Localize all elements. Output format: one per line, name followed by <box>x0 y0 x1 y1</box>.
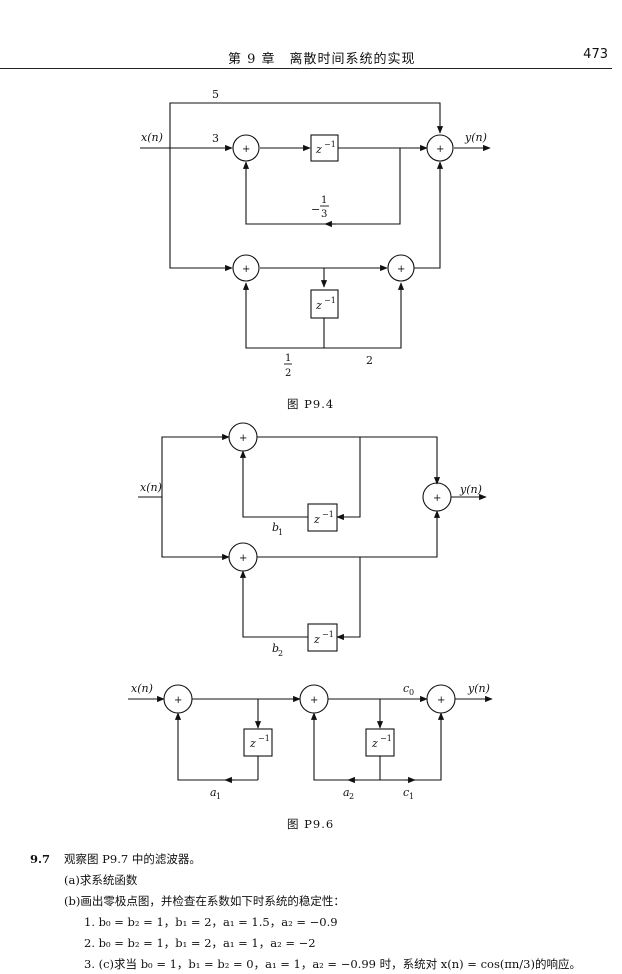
p96a-input-label: x(n) <box>140 481 162 494</box>
feedback-sign: − <box>311 203 320 216</box>
b1-sub: 1 <box>278 528 283 537</box>
delay-lower-exp: −1 <box>322 630 334 639</box>
two-feedforward <box>324 282 405 349</box>
case-3: 3. (c)求当 b₀ = 1，b₁ = b₂ = 0，a₁ = 1，a₂ = … <box>84 957 581 971</box>
c0-sub: 0 <box>409 688 414 697</box>
delay-lower-z: z <box>313 633 320 646</box>
c1-path <box>380 712 445 781</box>
adder-p96-out-plus: + <box>433 493 441 504</box>
delay-s2-z: z <box>371 737 378 750</box>
adder-s2-plus: + <box>310 695 318 706</box>
b2-sub: 2 <box>278 649 283 658</box>
b1-label: b <box>272 521 279 534</box>
adder-3 <box>232 254 260 282</box>
upper-into-delay <box>336 437 361 521</box>
adder-stage1 <box>163 684 193 714</box>
delay-upper <box>307 503 338 532</box>
p94-input-label: x(n) <box>141 131 163 144</box>
lower-to-output <box>257 510 441 558</box>
delay-s2-exp: −1 <box>380 734 392 743</box>
c0-label: c <box>403 682 409 695</box>
chapter-title: 第 9 章 离散时间系统的实现 <box>228 52 416 67</box>
delay2-z: z <box>315 299 322 312</box>
part-b: (b)画出零极点图，并检查在系数如下时系统的稳定性： <box>64 894 345 908</box>
delay1-z: z <box>315 143 322 156</box>
gain-5-label: 5 <box>212 88 219 101</box>
case-2: 2. b₀ = b₂ = 1，b₁ = 2，a₁ = 1，a₂ = −2 <box>84 936 316 950</box>
adder3-plus: + <box>242 264 250 275</box>
header-rule <box>0 68 612 69</box>
lower-branch <box>161 497 230 561</box>
delay-s1-exp: −1 <box>258 734 270 743</box>
figure-p9-6-cascade <box>128 684 493 784</box>
adder-output <box>426 684 456 714</box>
b2-label: b <box>272 642 279 655</box>
caption-p9-6: 图 P9.6 <box>287 817 335 831</box>
delay-lower <box>307 623 338 652</box>
adder-output <box>422 482 452 512</box>
p96b-input-label: x(n) <box>131 682 153 695</box>
problem-number: 9.7 <box>30 852 51 866</box>
a2-label: a <box>343 786 350 799</box>
a1-sub: 1 <box>216 792 221 801</box>
lower-input-branch <box>169 148 233 272</box>
upper-feedback <box>239 450 308 518</box>
adder-upper <box>228 422 258 452</box>
adder-upper-plus: + <box>239 433 247 444</box>
feedback-numerator: 1 <box>321 195 327 206</box>
adder-lower <box>228 542 258 572</box>
adder-stage2 <box>299 684 329 714</box>
p96b-output-label: y(n) <box>467 682 490 695</box>
adder-out-plus: + <box>436 144 444 155</box>
delay-s1-z: z <box>249 737 256 750</box>
adder1-plus: + <box>242 144 250 155</box>
figure-p9-6-parallel <box>138 422 487 652</box>
c1-label: c <box>403 786 409 799</box>
adder-output <box>426 134 454 162</box>
gain-3-label: 3 <box>212 132 219 145</box>
page-number: 473 <box>583 47 608 62</box>
feedback-path <box>242 148 401 225</box>
gain-2-label: 2 <box>366 354 373 367</box>
lower-into-delay <box>336 557 361 641</box>
delay-block-2 <box>310 289 339 319</box>
a2-sub: 2 <box>349 792 354 801</box>
adder-cascade-out-plus: + <box>437 695 445 706</box>
p94-output-label: y(n) <box>464 131 487 144</box>
p96a-output-label: y(n) <box>459 483 482 496</box>
half-numerator: 1 <box>285 353 291 364</box>
part-a: (a)求系统函数 <box>64 873 138 887</box>
c1-sub: 1 <box>409 792 414 801</box>
caption-p9-4: 图 P9.4 <box>287 397 335 411</box>
lower-feedback <box>239 570 308 638</box>
delay-block-1 <box>310 134 339 162</box>
lower-to-output <box>414 161 444 269</box>
delay-stage1 <box>243 728 273 757</box>
delay-upper-z: z <box>313 513 320 526</box>
delay-upper-exp: −1 <box>322 510 334 519</box>
a1-label: a <box>210 786 217 799</box>
adder-s1-plus: + <box>174 695 182 706</box>
delay1-exp: −1 <box>324 140 336 149</box>
adder4-plus: + <box>397 264 405 275</box>
bypass-path-5 <box>169 102 444 148</box>
case-1: 1. b₀ = b₂ = 1，b₁ = 2，a₁ = 1.5，a₂ = −0.9 <box>84 915 338 929</box>
figure-p9-4 <box>140 102 491 349</box>
adder-1 <box>232 134 260 162</box>
adder-4 <box>387 254 415 282</box>
upper-branch <box>161 433 230 497</box>
delay-stage2 <box>365 728 395 757</box>
delay2-exp: −1 <box>324 296 336 305</box>
feedback-denominator: 3 <box>321 209 327 220</box>
adder-lower-plus: + <box>239 553 247 564</box>
half-feedback <box>242 282 324 349</box>
upper-to-output <box>257 436 441 485</box>
problem-statement: 观察图 P9.7 中的滤波器。 <box>64 852 201 866</box>
half-denominator: 2 <box>285 368 291 379</box>
page-header: 第 9 章 离散时间系统的实现 473 <box>0 47 622 72</box>
